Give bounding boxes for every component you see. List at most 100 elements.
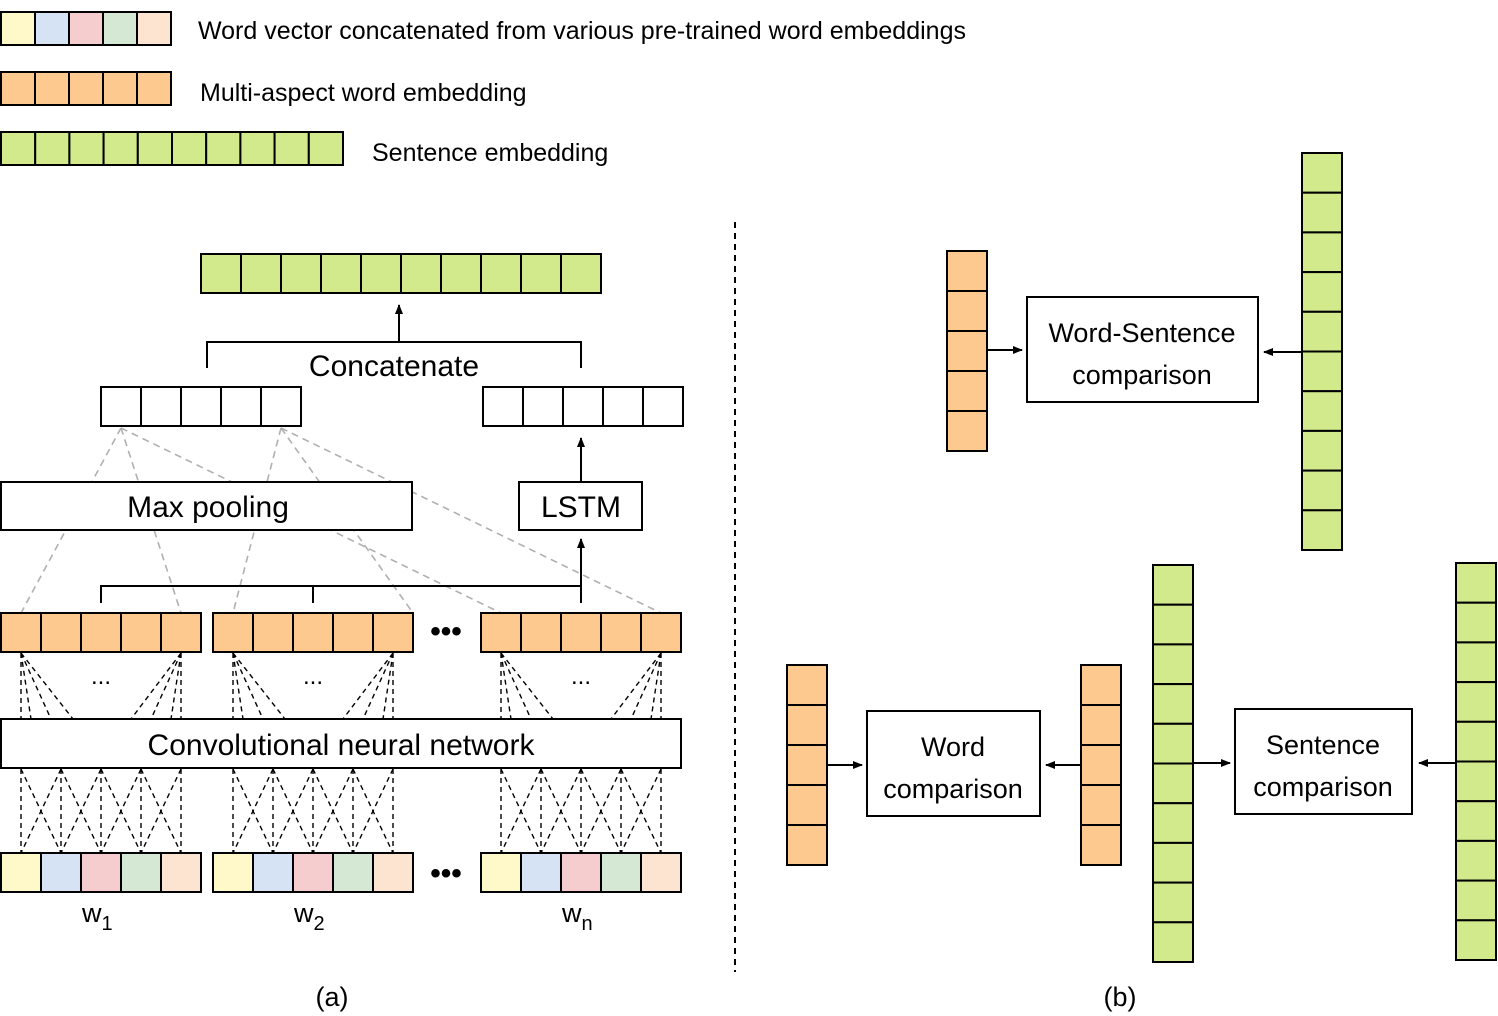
sentence-cell (1455, 601, 1497, 644)
word-vector-cell (252, 852, 294, 893)
multi-aspect-cell (946, 290, 988, 332)
sentence-cell (1152, 603, 1194, 646)
sentence-cell (0, 131, 37, 166)
legend-multi-aspect-swatch (0, 71, 172, 106)
sentence-cell (1455, 760, 1497, 803)
lstm-label: LSTM (541, 491, 621, 524)
multi-aspect-cell (0, 71, 36, 106)
word-comparison-right-embedding (1080, 664, 1122, 866)
word-vector-cell (160, 852, 202, 893)
multi-aspect-cell (786, 824, 828, 866)
pooled-cell (100, 386, 142, 427)
pooled-cell (260, 386, 302, 427)
conv-connection-line (232, 652, 264, 720)
lstm-cell (482, 386, 524, 427)
sentence-cell (1455, 562, 1497, 604)
legend: Word vector concatenated from various pr… (0, 11, 966, 167)
word-vector-cell (212, 852, 254, 893)
caption-a: (a) (316, 982, 349, 1012)
word-vector-cell (102, 11, 138, 46)
word-label-1: w1 (81, 898, 113, 935)
pooled-cell (140, 386, 182, 427)
word-sentence-comparison-label-1: Word-Sentence (1048, 318, 1235, 348)
sentence-cell (1152, 841, 1194, 884)
sentence-cell (1301, 390, 1343, 432)
embedding-row-ellipsis: ••• (430, 615, 462, 648)
sentence-cell (360, 253, 402, 294)
multi-aspect-cell (946, 370, 988, 412)
word-vector-cell (80, 852, 122, 893)
conv-connection-line (342, 652, 394, 720)
word-vector-cell (68, 11, 104, 46)
multi-aspect-cell (480, 612, 522, 653)
word-comparison-left-embedding (786, 664, 828, 866)
sentence-comparison-label-2: comparison (1253, 772, 1393, 802)
multi-aspect-cell (292, 612, 334, 653)
sentence-cell (205, 131, 242, 166)
word-label-n: wn (561, 898, 593, 935)
ws-arrows (987, 346, 1302, 356)
conv-connection-line (540, 768, 582, 854)
sentence-cell (68, 131, 105, 166)
multi-aspect-cell (102, 71, 138, 106)
word-vector-cell (560, 852, 602, 893)
sentence-cell (1455, 800, 1497, 842)
conv-connection-line (610, 652, 662, 720)
sentence-cell (280, 253, 322, 294)
conv-connection-line (232, 652, 244, 720)
sentence-cell (34, 131, 71, 166)
sentence-cell (1152, 564, 1194, 606)
ws-word-embedding (946, 250, 988, 452)
multi-aspect-cell (252, 612, 294, 653)
conv-connection-line (362, 652, 394, 720)
sentence-cell (1152, 683, 1194, 725)
legend-word-vector-swatch (0, 11, 172, 46)
word-vector-cell (34, 11, 70, 46)
multi-aspect-cell (34, 71, 70, 106)
lstm-output-vector (482, 386, 684, 427)
multi-aspect-cell (560, 612, 602, 653)
sentence-cell (102, 131, 139, 166)
multi-aspect-cell (80, 612, 122, 653)
max-pooling-box (0, 481, 413, 531)
sentence-cell (307, 131, 344, 166)
sentence-cell (1301, 509, 1343, 551)
output-sentence-embedding (200, 253, 602, 294)
lstm-box (518, 481, 643, 531)
sentence-cell (200, 253, 242, 294)
word-vector-cell (520, 852, 562, 893)
multi-aspect-cell (1080, 664, 1122, 706)
word-vector-cell (640, 852, 682, 893)
sentence-cell (1455, 641, 1497, 684)
conv-connection-line (500, 652, 532, 720)
legend-sentence-swatch (0, 131, 344, 166)
word-row-ellipsis: ••• (430, 857, 462, 890)
sentence-cell (1301, 350, 1343, 393)
panel-a: Concatenate Max pooling LSTM ••• ... ...… (0, 253, 684, 1012)
lstm-cell (602, 386, 644, 427)
multi-aspect-cell (786, 704, 828, 746)
lstm-cell (642, 386, 684, 427)
word-label-2: w2 (293, 898, 325, 935)
multi-aspect-cell (600, 612, 642, 653)
word-comparison-box (866, 710, 1041, 817)
pooled-cell (220, 386, 262, 427)
conv-connection-line (130, 652, 182, 720)
multi-aspect-cell (1080, 704, 1122, 746)
sentence-cell (1301, 271, 1343, 313)
conv-connection-line (500, 768, 542, 854)
multi-aspect-cell (1080, 784, 1122, 826)
sentence-cell (1301, 152, 1343, 194)
multi-aspect-cell (68, 71, 104, 106)
conv-connection-line (620, 768, 662, 854)
legend-multi-aspect-label: Multi-aspect word embedding (200, 79, 527, 107)
word-sentence-comparison-box (1026, 296, 1259, 403)
multi-aspect-cell (120, 612, 162, 653)
conv-connection-line (312, 768, 354, 854)
multi-aspect-cell (946, 330, 988, 372)
word-vector-cell (600, 852, 642, 893)
panel-b: Word-Sentence comparison Word comparison… (786, 152, 1497, 1012)
conv-connection-line (580, 768, 622, 854)
cnn-box (0, 718, 682, 769)
